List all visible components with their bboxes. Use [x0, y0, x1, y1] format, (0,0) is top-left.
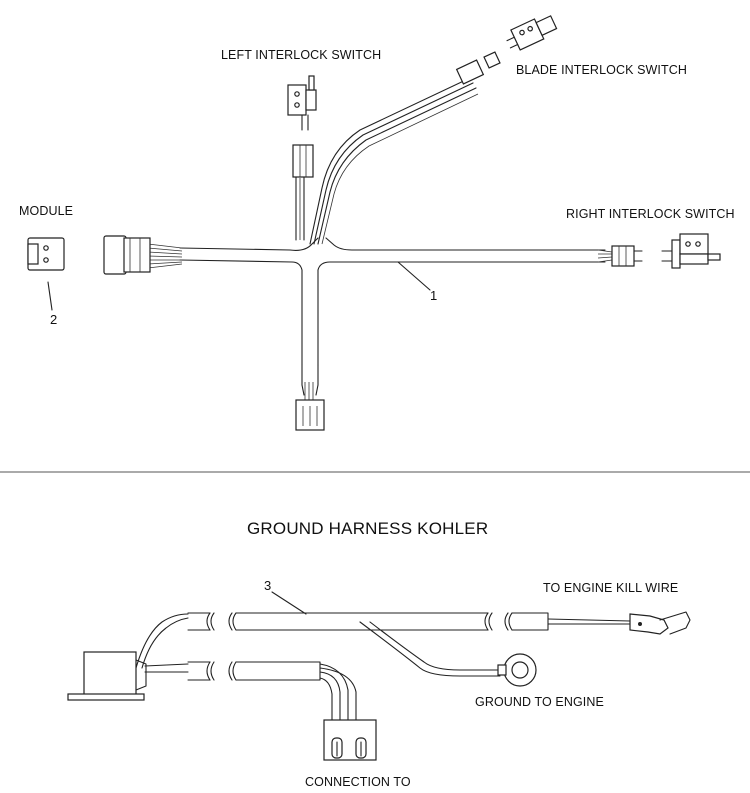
label-blade-interlock-switch: BLADE INTERLOCK SWITCH: [516, 63, 687, 77]
callout-module: 2: [50, 312, 58, 327]
ground-harness: [135, 591, 691, 723]
harness-module-connector: [103, 235, 151, 275]
module-part: [27, 237, 65, 311]
label-right-interlock-switch: RIGHT INTERLOCK SWITCH: [566, 207, 735, 221]
label-module: MODULE: [19, 204, 74, 218]
ground-harness-connector-block: [67, 651, 147, 701]
harness-bottom-connector: [295, 399, 325, 431]
label-ground-to-engine: GROUND TO ENGINE: [475, 695, 604, 709]
left-interlock-switch-part: [287, 75, 317, 178]
label-left-interlock-switch: LEFT INTERLOCK SWITCH: [221, 48, 382, 62]
ground-harness-bottom-connector: [323, 719, 377, 761]
main-harness: [147, 77, 613, 400]
label-to-engine-kill-wire: TO ENGINE KILL WIRE: [543, 581, 679, 595]
callout-harness: 1: [430, 288, 438, 303]
label-connection-to: CONNECTION TO: [305, 775, 411, 789]
blade-interlock-switch-part: [455, 15, 558, 85]
right-interlock-switch-part: [611, 233, 721, 269]
ground-harness-title: GROUND HARNESS KOHLER: [247, 519, 489, 538]
callout-ground-harness: 3: [264, 578, 272, 593]
